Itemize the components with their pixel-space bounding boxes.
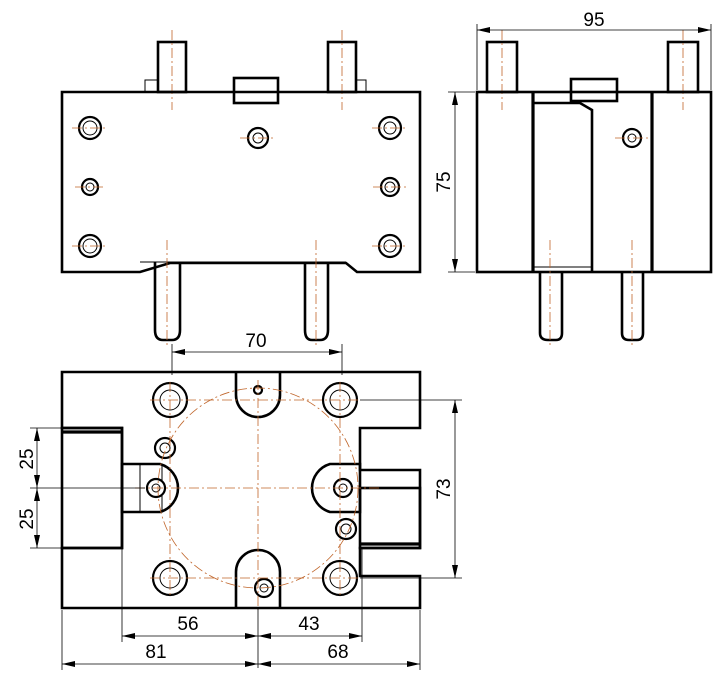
- top-view: 70 73 25 25 56 43: [17, 331, 462, 670]
- dim-56: 56: [177, 614, 198, 635]
- front-hole-bottom-left: [72, 233, 108, 259]
- front-hole-mid-right: [373, 176, 407, 198]
- dim-70: 70: [245, 331, 266, 352]
- front-top-key: [232, 76, 280, 105]
- dim-25-lower: 25: [17, 508, 38, 529]
- front-socket-screw-bottom-right: [372, 233, 408, 259]
- front-view: [60, 30, 422, 345]
- front-hole-mid-left: [75, 177, 105, 197]
- side-body: [475, 90, 713, 274]
- front-upper-pin-right: [326, 30, 358, 110]
- dim-81: 81: [145, 642, 166, 663]
- front-body: [60, 90, 422, 274]
- front-upper-pin-left: [156, 30, 188, 110]
- dim-43: 43: [298, 614, 319, 635]
- dim-25-upper: 25: [17, 448, 38, 469]
- front-lower-pin-right: [303, 240, 330, 345]
- side-view: 95 75: [434, 10, 713, 345]
- dim-73: 73: [434, 478, 455, 499]
- front-lower-pin-left: [153, 240, 182, 345]
- dim-75: 75: [434, 171, 455, 192]
- front-socket-screw-top-right: [372, 115, 408, 141]
- front-socket-screw-center: [240, 126, 276, 150]
- dim-68: 68: [327, 642, 348, 663]
- front-hole-top-left: [72, 115, 108, 141]
- dim-95: 95: [583, 10, 604, 31]
